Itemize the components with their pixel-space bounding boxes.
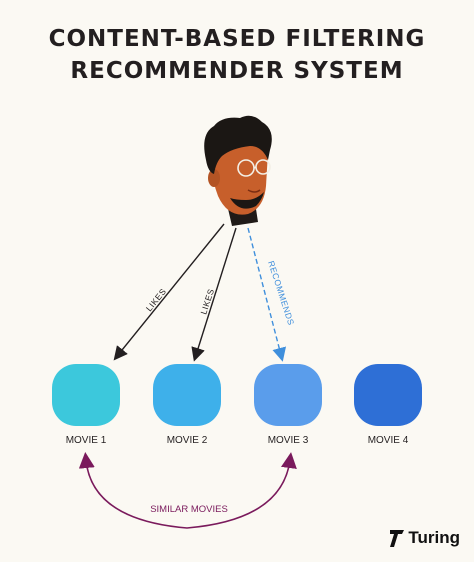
brand-name: Turing [408, 528, 460, 547]
turing-logo: Turing [389, 528, 460, 548]
turing-logo-icon [390, 530, 405, 547]
page-subtitle: RECOMMENDER SYSTEM [70, 58, 404, 84]
movie-3-label: MOVIE 3 [268, 435, 309, 446]
movie-3-tile [254, 364, 322, 426]
movie-4: MOVIE 4 [354, 364, 422, 446]
movie-1-label: MOVIE 1 [66, 435, 107, 446]
movie-1: MOVIE 1 [52, 364, 120, 446]
movie-3: MOVIE 3 [254, 364, 322, 446]
recommends-arrow: RECOMMENDS [247, 227, 296, 362]
likes-arrow-2: LIKES [191, 227, 237, 362]
person-with-glasses-icon [204, 115, 272, 226]
user-avatar [204, 115, 272, 226]
movie-2-tile [153, 364, 221, 426]
movie-2: MOVIE 2 [153, 364, 221, 446]
likes-label-1: LIKES [144, 286, 169, 313]
movie-4-label: MOVIE 4 [368, 435, 409, 446]
movie-1-tile [52, 364, 120, 426]
movie-4-tile [354, 364, 422, 426]
movie-2-label: MOVIE 2 [167, 435, 208, 446]
page-title: CONTENT-BASED FILTERING [48, 26, 426, 52]
similar-movies-connector: SIMILAR MOVIES [78, 452, 297, 529]
similar-movies-label: SIMILAR MOVIES [150, 504, 228, 515]
